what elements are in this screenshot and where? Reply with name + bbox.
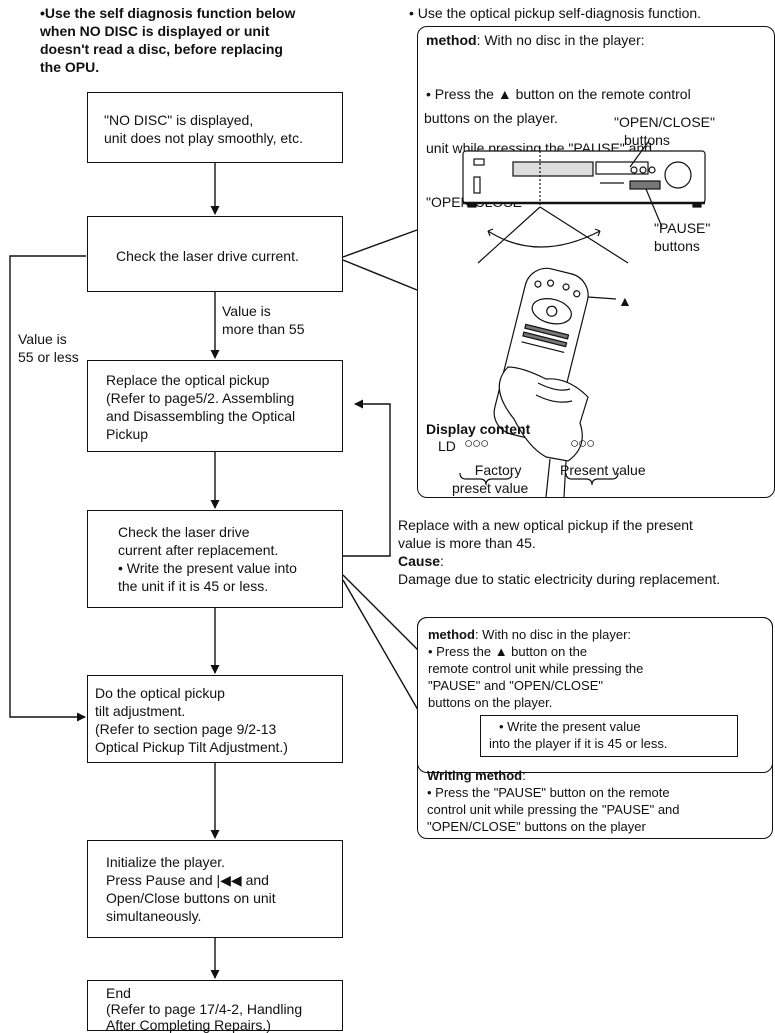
label-text: preset value (452, 480, 529, 496)
factory-preset-label: Factory preset value (452, 461, 528, 497)
writing-heading: Writing method (427, 768, 523, 783)
callout-text: buttons (624, 132, 670, 148)
box-text: • Write the present value into (118, 560, 297, 576)
box-text: (Refer to page 17/4-2, Handling (106, 1001, 303, 1017)
box-text: Do the optical pickup (95, 685, 225, 701)
box-text: "NO DISC" is displayed, (104, 112, 254, 128)
callout-open-close: "OPEN/CLOSE" buttons (614, 113, 715, 149)
box-text: current after replacement. (118, 542, 279, 558)
intro-line: doesn't read a disc, before replacing (40, 41, 283, 57)
ld-label: LD (438, 438, 456, 454)
replace-note: Replace with a new optical pickup if the… (398, 516, 720, 588)
callout-pointer-1b (342, 259, 418, 291)
arrow-feedback (343, 399, 391, 557)
present-digits: ○○○ (570, 435, 595, 452)
writing-heading-line: Writing method: (427, 767, 680, 784)
writing-line: control unit while pressing the "PAUSE" … (427, 802, 680, 817)
instruction-line: buttons on the player. (428, 695, 553, 710)
box-text: (Refer to section page 9/2-13 (95, 721, 277, 737)
box-text: Check the laser drive (118, 524, 250, 540)
callout-pointer-1 (342, 229, 418, 258)
intro-line: when NO DISC is displayed or unit (40, 23, 270, 39)
factory-digits: ○○○ (464, 435, 489, 452)
display-content-heading: Display content (426, 421, 531, 437)
label-text: more than 55 (222, 321, 305, 337)
writing-line: • Press the "PAUSE" button on the remote (427, 785, 670, 800)
label-text: Value is (18, 331, 67, 347)
cause-colon: : (440, 553, 444, 569)
panel1-method: method: With no disc in the player: (426, 31, 645, 49)
box-text: (Refer to page5/2. Assembling (106, 390, 295, 406)
label-text: Factory (474, 462, 522, 478)
box-text: into the player if it is 45 or less. (489, 736, 668, 751)
callout-text: buttons (654, 238, 700, 254)
cause-heading: Cause (398, 553, 441, 569)
method-heading: method (426, 32, 477, 48)
cause-text: Damage due to static electricity during … (398, 571, 721, 587)
callout-pointer-2a (342, 574, 419, 651)
flow-box-replace-pickup: Replace the optical pickup (Refer to pag… (87, 360, 343, 452)
writing-method: Writing method: • Press the "PAUSE" butt… (427, 767, 680, 835)
label-text: 55 or less (18, 349, 79, 365)
triangle-button-label: ▲ (618, 293, 632, 309)
box-text: Check the laser drive current. (116, 248, 299, 264)
box-text: and Disassembling the Optical (106, 408, 296, 424)
box-text: After Completing Repairs.) (106, 1017, 271, 1033)
box-text: Replace the optical pickup (106, 372, 270, 388)
box-text: Press Pause and |◀◀ and (106, 872, 269, 888)
flow-box-check-after-replace: Check the laser drive current after repl… (87, 510, 343, 608)
panel2-instructions: • Press the ▲ button on the remote contr… (428, 643, 643, 711)
box-text: the unit if it is 45 or less. (118, 578, 269, 594)
method-text: : With no disc in the player: (474, 627, 632, 642)
intro-heading-right: • Use the optical pickup self-diagnosis … (409, 5, 702, 21)
dvd-player-icon (462, 150, 706, 204)
flow-box-no-disc: "NO DISC" is displayed, unit does not pl… (87, 92, 343, 163)
flow-box-initialize: Initialize the player. Press Pause and |… (87, 840, 343, 938)
note-line: Replace with a new optical pickup if the… (398, 517, 693, 533)
panel1-buttons-line: buttons on the player. (424, 110, 558, 126)
callout-pause: "PAUSE" buttons (654, 219, 710, 255)
box-text: simultaneously. (106, 908, 202, 924)
box-text: Pickup (106, 426, 149, 442)
flow-box-end: End (Refer to page 17/4-2, Handling Afte… (87, 980, 343, 1033)
cause-line: Cause: (398, 552, 720, 570)
instruction-line: "PAUSE" and "OPEN/CLOSE" (428, 678, 604, 693)
callout-text: "PAUSE" (654, 220, 711, 236)
intro-heading-left: •Use the self diagnosis function below w… (40, 4, 295, 76)
method-heading: method (428, 627, 475, 642)
box-text: End (106, 985, 131, 1001)
intro-line: the OPU. (40, 59, 100, 75)
callout-text: "OPEN/CLOSE" (614, 114, 715, 130)
instruction-line: • Press the ▲ button on the remote contr… (426, 86, 691, 102)
label-value-more: Value is more than 55 (222, 302, 305, 338)
box-text: unit does not play smoothly, etc. (104, 130, 303, 146)
method-panel-write-value: method: With no disc in the player: • Pr… (417, 617, 773, 773)
box-text: tilt adjustment. (95, 703, 186, 719)
flow-box-check-current: Check the laser drive current. (87, 216, 343, 292)
box-text: Optical Pickup Tilt Adjustment.) (95, 739, 288, 755)
panel2-method: method: With no disc in the player: (428, 626, 631, 643)
player-remote-illustration (459, 141, 706, 498)
label-text: Value is (222, 303, 271, 319)
flow-box-tilt-adjustment: Do the optical pickup tilt adjustment. (… (87, 675, 343, 763)
method-text: : With no disc in the player: (476, 32, 645, 48)
present-value-label: Present value (560, 462, 646, 478)
intro-line: •Use the self diagnosis function below (40, 5, 296, 21)
box-text: • Write the present value (499, 719, 641, 734)
note-line: value is more than 45. (398, 535, 536, 551)
writing-colon: : (522, 768, 526, 783)
instruction-line: • Press the ▲ button on the (428, 644, 588, 659)
write-value-box: • Write the present value into the playe… (480, 715, 738, 757)
callout-pointer-2b (342, 579, 419, 711)
box-text: Initialize the player. (106, 854, 226, 870)
method-panel-self-diagnosis: method: With no disc in the player: • Pr… (417, 26, 775, 498)
writing-line: "OPEN/CLOSE" buttons on the player (427, 819, 646, 834)
instruction-line: remote control unit while pressing the (428, 661, 644, 676)
arrow-bypass-left (9, 255, 86, 722)
label-value-less: Value is 55 or less (18, 330, 79, 366)
box-text: Open/Close buttons on unit (106, 890, 276, 906)
